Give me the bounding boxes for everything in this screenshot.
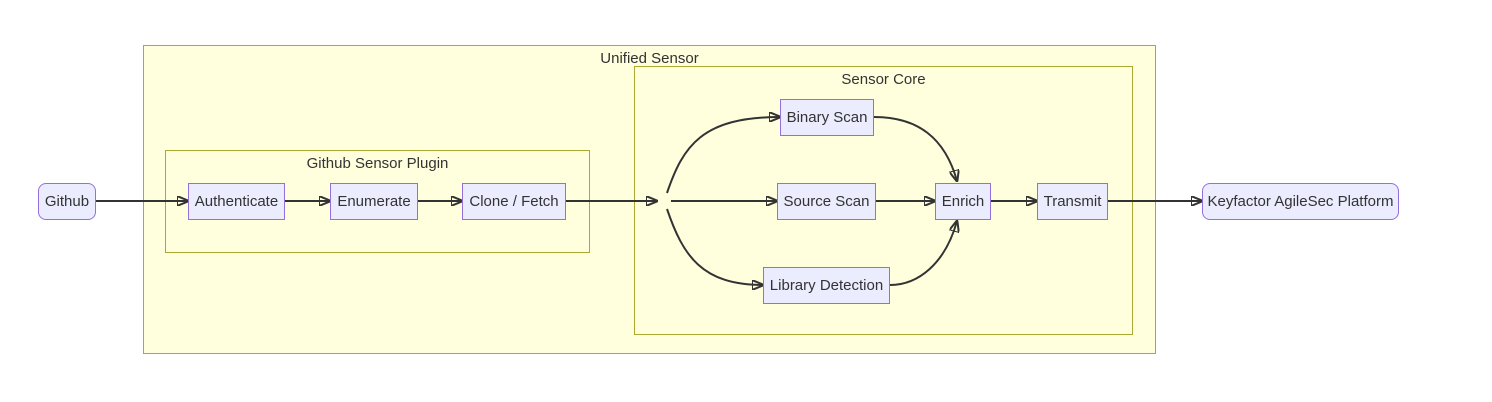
node-transmit: Transmit [1037,183,1108,220]
node-authenticate: Authenticate [188,183,285,220]
cluster-unified-sensor-label: Unified Sensor [600,50,699,67]
node-enumerate: Enumerate [330,183,418,220]
edge-binaryscan-enrich [873,116,957,181]
edge-fanout-binaryscan [666,117,780,194]
node-clone-fetch: Clone / Fetch [462,183,566,220]
node-source-scan: Source Scan [777,183,876,220]
edge-fanout-librarydetection [666,208,763,285]
cluster-github-sensor-plugin-label: Github Sensor Plugin [306,155,449,172]
node-library-detection: Library Detection [763,267,890,304]
node-keyfactor-agilesec-platform: Keyfactor AgileSec Platform [1202,183,1399,220]
node-enrich: Enrich [935,183,991,220]
cluster-sensor-core-label: Sensor Core [841,71,926,88]
node-github: Github [38,183,96,220]
node-binary-scan: Binary Scan [780,99,874,136]
edge-librarydetection-enrich [889,221,957,286]
